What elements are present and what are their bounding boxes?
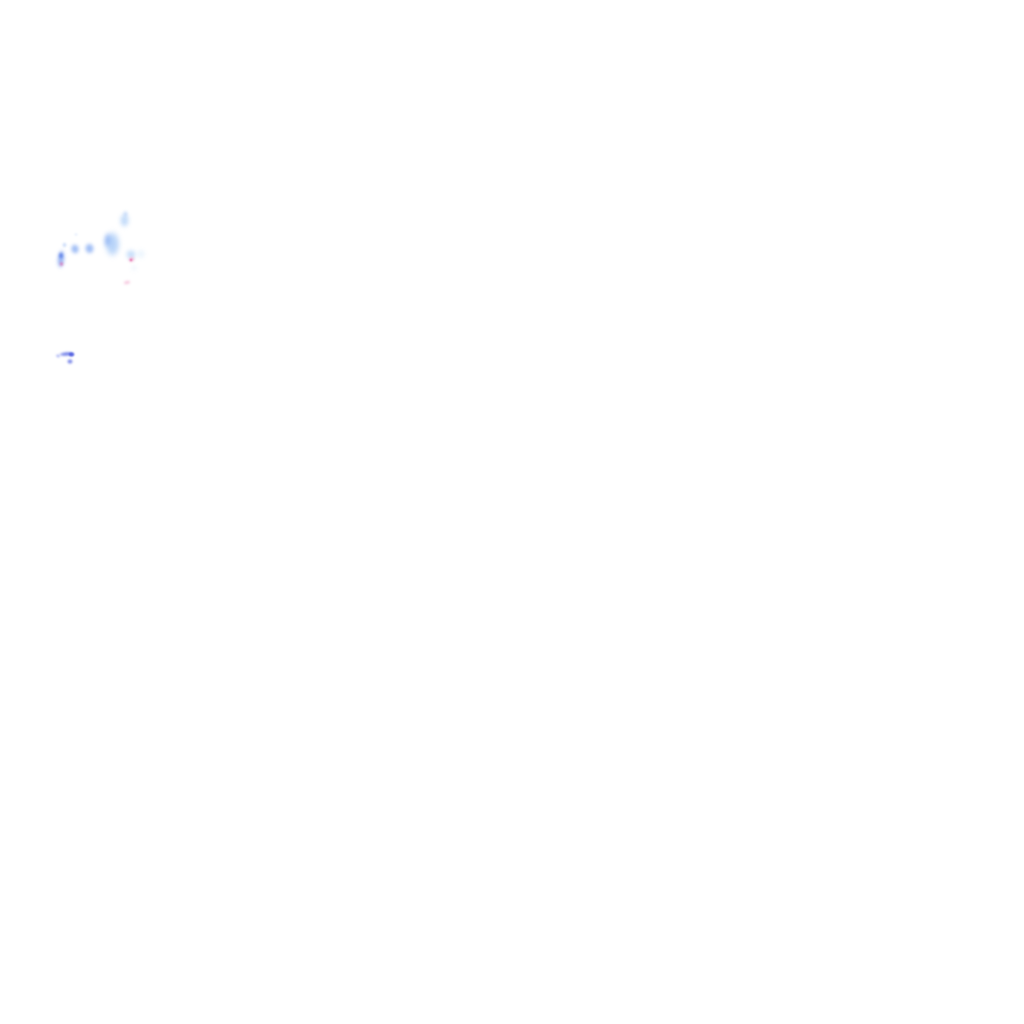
smudge-right-pink bbox=[126, 254, 137, 265]
smudge-comma-2 bbox=[82, 240, 97, 257]
smudge-teardrop-core bbox=[58, 251, 64, 260]
smudge-bar bbox=[55, 350, 78, 358]
smudge-hook bbox=[66, 358, 74, 365]
smudge-right-pink-core bbox=[129, 258, 133, 262]
smudge-wisp-low bbox=[130, 264, 138, 272]
smudge-pink-dash bbox=[121, 279, 133, 286]
smudge-spike-tip bbox=[123, 210, 128, 218]
smudge-teardrop-dot bbox=[62, 242, 67, 248]
smudge-tip-left bbox=[54, 352, 62, 360]
smudge-bar-core bbox=[67, 351, 76, 358]
smudge-column-edge bbox=[102, 229, 113, 251]
smudge-spike bbox=[118, 211, 131, 230]
smudge-teardrop bbox=[54, 245, 68, 273]
smudge-right-blob bbox=[124, 248, 138, 261]
smudge-wisp-right bbox=[136, 248, 146, 260]
smudge-comma-1 bbox=[67, 240, 83, 258]
smudge-column bbox=[102, 226, 123, 262]
smudge-speck-top bbox=[74, 233, 78, 236]
smudge-pink-dot bbox=[59, 261, 64, 267]
